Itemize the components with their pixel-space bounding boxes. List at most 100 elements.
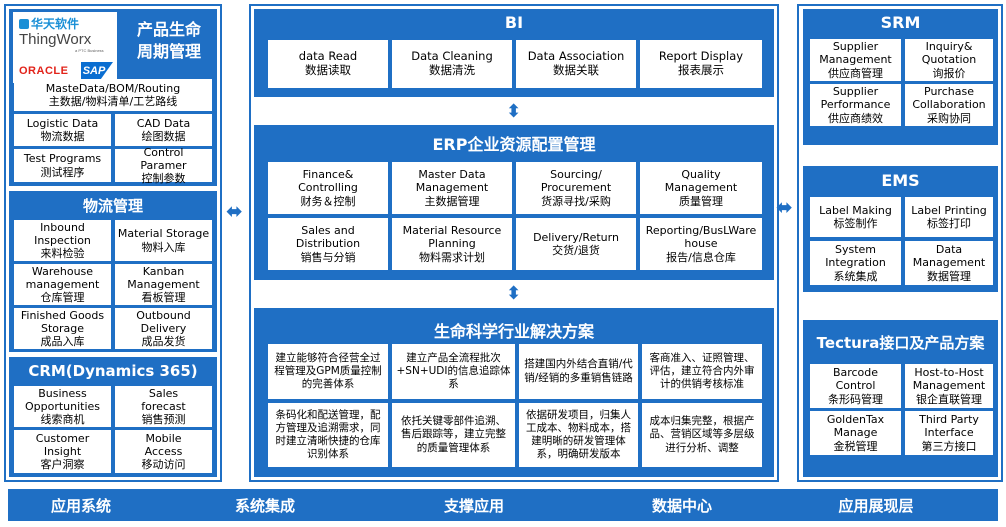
cell-cn: 看板管理 (141, 291, 186, 305)
cell-cn: 线索商机 (40, 413, 85, 427)
cell-en: Logistic Data (26, 116, 99, 130)
life-cell-3[interactable]: 搭建国内外结合直销/代销/经销的多重销售链路 (519, 344, 638, 399)
layer-label-apps: 应用系统 (50, 496, 112, 515)
hq-logo-text: 华天软件 (31, 17, 80, 31)
cell-en: Outbound Delivery (136, 308, 191, 335)
life-cell-8[interactable]: 成本归集完整，根据产品、营销区域等多层级进行分析、调整 (642, 403, 762, 467)
cell-en: Delivery/Return (533, 230, 619, 244)
cell-cn: 数据关联 (553, 63, 599, 77)
cell-en: Sales and Distribution (295, 224, 361, 251)
cell-cn: 物料入库 (141, 240, 186, 254)
cell-en: Label Making (819, 203, 892, 217)
bi-title: BI (504, 13, 524, 32)
left-center-arrow: ⬌ (226, 201, 243, 223)
cell-cn: 主数据/物料清单/工艺路线 (48, 95, 178, 108)
life-cell-5[interactable]: 条码化和配送管理，配方管理及追溯需求，同时建立清晰快捷的仓库识别体系 (268, 403, 388, 467)
plm-title-line2: 周期管理 (136, 42, 201, 61)
center-right-arrow: ⬌ (776, 197, 793, 219)
cell-cn: 数据管理 (927, 269, 971, 283)
cell-en: Report Display (658, 49, 744, 64)
ems-title: EMS (881, 171, 920, 190)
layer-label-support: 支撑应用 (443, 496, 505, 515)
cell-en: Data Cleaning (411, 49, 493, 64)
life-science-title: 生命科学行业解决方案 (433, 322, 594, 341)
cell-en: Master Data Management (415, 168, 489, 195)
cell-cn: 供应商管理 (828, 66, 883, 80)
cell-cn: 销售预测 (141, 413, 186, 427)
cell-cn: 财务＆控制 (300, 194, 356, 208)
life-cell-1[interactable]: 建立能够符合径营全过程管理及GPM质量控制的完善体系 (268, 344, 388, 399)
cell-cn: 成品发货 (141, 335, 186, 349)
life-cell-2[interactable]: 建立产品全流程批次+SN+UDI的信息追踪体系 (392, 344, 515, 399)
cell-en: Inquiry& Quotation (921, 40, 977, 67)
cell-en: Business Opportunities (24, 386, 101, 413)
cell-cn: 交货/退货 (552, 244, 600, 257)
cell-en: Purchase Collaboration (912, 85, 986, 112)
cell-en: Sales forecast (141, 386, 186, 413)
srm-title: SRM (880, 13, 921, 32)
cell-en: Supplier Management (819, 40, 892, 67)
plm-title: 产品生命 周期管理 (121, 19, 217, 63)
erp-title: ERP企业资源配置管理 (432, 135, 596, 154)
hq-logo: 华天软件 (19, 15, 79, 32)
cell-cn: 移动访问 (141, 458, 186, 472)
cell-cn: 物流数据 (40, 130, 85, 143)
life-cell-7[interactable]: 依据研发项目，归集人工成本、物料成本，搭建明晰的研发管理体系，明确研发版本 (519, 403, 638, 467)
cell-en: Mobile Access (144, 431, 183, 458)
life-cell-4[interactable]: 客商准入、证照管理、评估，建立符合内外审计的供销考核标准 (642, 344, 762, 399)
cell-cn: 询报价 (932, 66, 966, 80)
cell-cn: 物料需求计划 (419, 250, 485, 264)
cell-en: Sourcing/ Procurement (540, 168, 612, 195)
life-cell-6[interactable]: 依托关键零部件追溯、售后跟踪等，建立完整的质量管理体系 (392, 403, 515, 467)
cell-cn: 客户洞察 (40, 458, 85, 472)
cell-cn: 供应商绩效 (828, 111, 883, 125)
bi-erp-arrow: ⬍ (506, 101, 522, 121)
cell-cn: 采购协同 (927, 111, 971, 125)
cell-cn: 第三方接口 (921, 439, 977, 453)
cell-en: Finance& Controlling (298, 168, 358, 195)
cell-cn: 银企直联管理 (916, 392, 982, 406)
cell-en: MasteData/BOM/Routing (45, 81, 181, 95)
cell-cn: 数据读取 (305, 63, 351, 77)
cell-cn: 系统集成 (833, 269, 878, 283)
